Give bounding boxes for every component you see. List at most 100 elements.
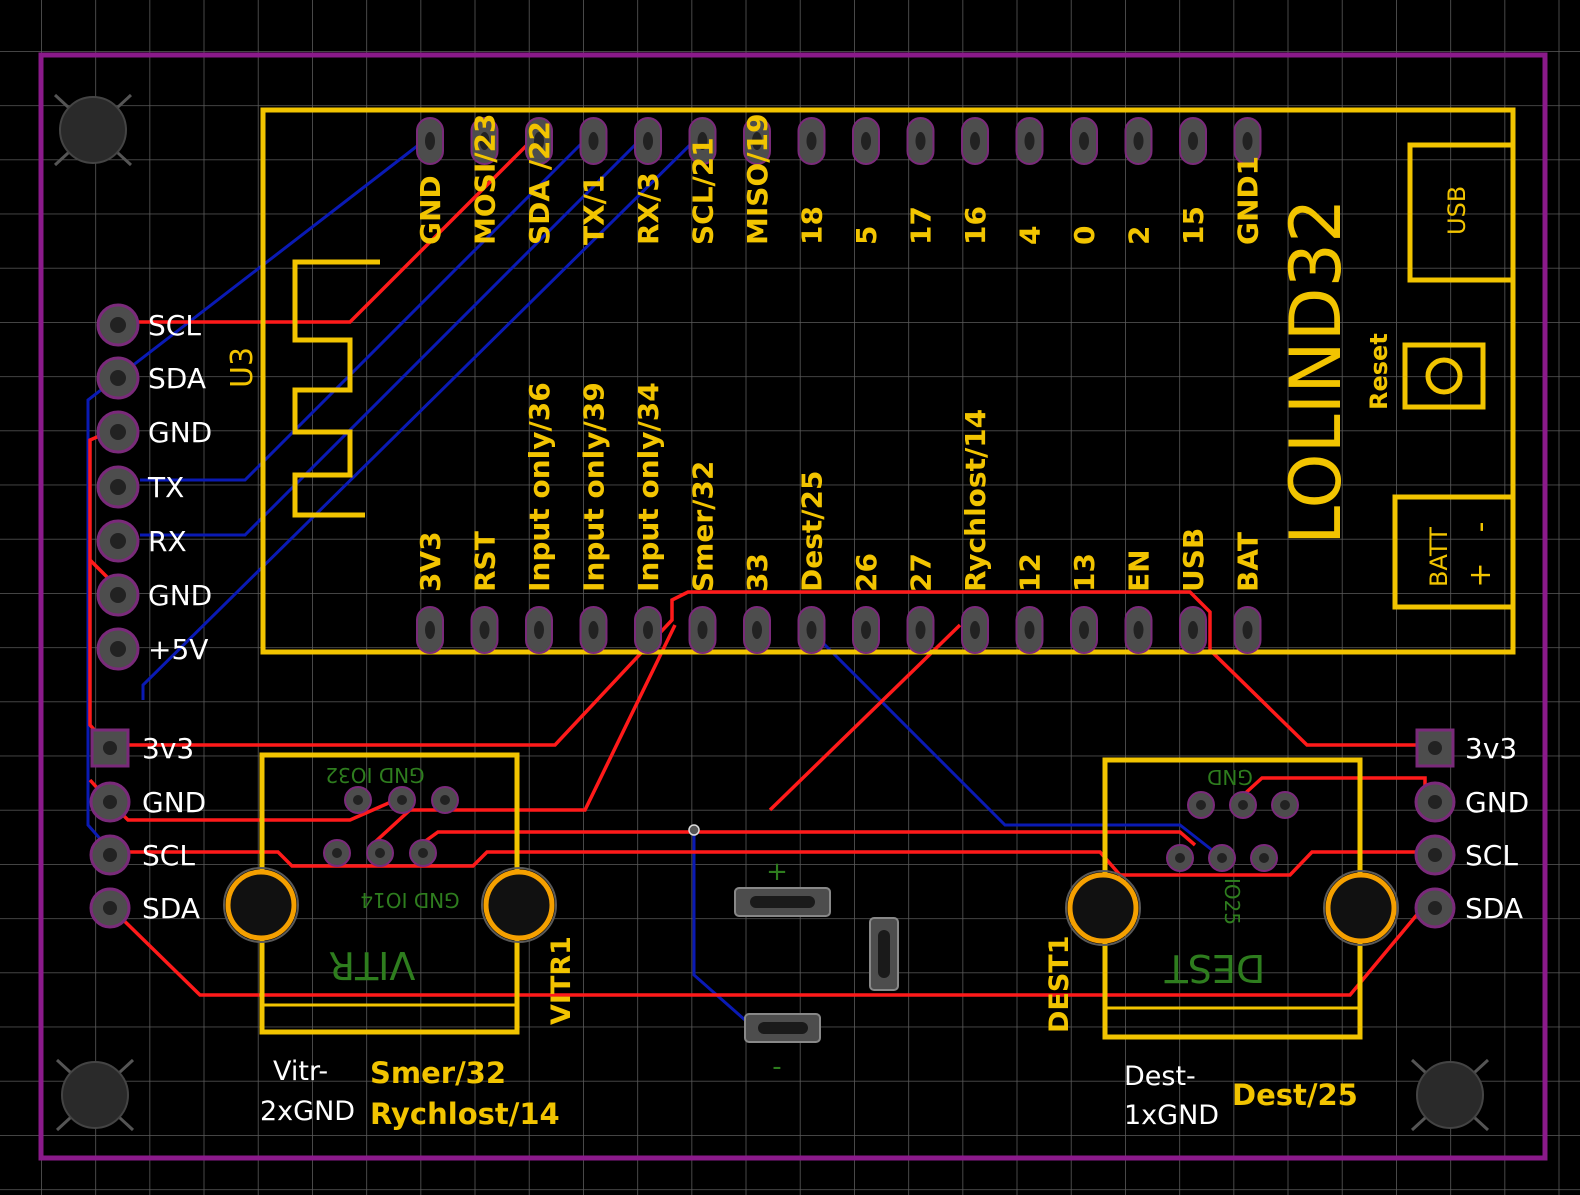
module-top-pin <box>1124 117 1153 165</box>
reset-label: Reset <box>1365 333 1393 410</box>
module-bottom-pin-label: USB <box>1177 528 1210 592</box>
vitr-designator: VITR1 <box>546 936 577 1025</box>
vitr-value: VITR <box>329 943 416 987</box>
left-header-pin-label: +5V <box>148 633 208 666</box>
module-name: LOLIND32 <box>1275 198 1357 545</box>
module-top-pin <box>797 117 826 165</box>
batt-plus-label: + <box>1463 562 1498 587</box>
board-outline <box>38 52 1548 1161</box>
dest-connector <box>1065 757 1399 1040</box>
module-bottom-pin <box>416 606 444 654</box>
module-top-pin <box>961 117 989 165</box>
left-header-pin-label: GND <box>148 416 212 449</box>
module-outline <box>260 107 1516 655</box>
dest-value: DEST <box>1164 946 1265 990</box>
module-bottom-pin <box>1124 606 1153 654</box>
module-top-pin-label: SCL/21 <box>687 137 720 245</box>
left-header-pin <box>96 465 140 509</box>
module-bottom-pin <box>961 606 989 654</box>
module-top-pin-label: 15 <box>1177 206 1210 245</box>
left-i2c-pin <box>90 728 130 768</box>
mount-hole-tl <box>53 93 133 167</box>
dest-note-line2: 1xGND <box>1124 1100 1219 1131</box>
dest-designator: DEST1 <box>1044 935 1075 1033</box>
module-bottom-pin <box>1015 606 1044 654</box>
module-bottom-pin <box>743 606 771 654</box>
module-bottom-pin-label: 13 <box>1068 553 1101 592</box>
module-bottom-pin-label: 3V3 <box>414 531 447 592</box>
module-top-pin-label: MISO/19 <box>741 114 774 245</box>
module-bottom-pin-row: 3V3 RST Input only/36 Input only/39 Input on… <box>414 382 1265 654</box>
module-top-pin-label: RX/3 <box>632 172 665 245</box>
module-top-pin <box>1179 117 1207 165</box>
module-top-pin-label: 16 <box>959 206 992 245</box>
left-i2c-pin <box>89 781 131 823</box>
vitr-signal-rychlost: Rychlost/14 <box>370 1097 560 1131</box>
right-i2c-pin-label: SCL <box>1465 839 1518 872</box>
battery-plus-label: + <box>766 857 788 887</box>
battery-holder <box>734 887 899 1043</box>
module-top-pin-label: SDA /22 <box>523 121 556 245</box>
module-top-pin-label: 0 <box>1068 226 1101 245</box>
via <box>688 824 700 836</box>
module-bottom-pin-label: Input only/34 <box>632 382 665 592</box>
module-bottom-pin <box>1233 606 1262 654</box>
right-i2c-pin-label: SDA <box>1465 892 1523 925</box>
left-header-pin-label: TX <box>147 471 184 504</box>
top-copper-traces <box>88 138 1427 997</box>
left-header-pin <box>96 627 140 671</box>
module-top-pin <box>688 117 717 165</box>
right-i2c-pin <box>1414 887 1456 929</box>
module-top-pin <box>1233 117 1262 165</box>
module-bottom-pin-label: Rychlost/14 <box>959 409 992 592</box>
module-top-pin <box>1070 117 1098 165</box>
module-bottom-pin-label: 27 <box>905 553 938 592</box>
left-i2c-pin-label: 3v3 <box>142 732 194 765</box>
left-header-pin <box>96 519 140 563</box>
module-bottom-pin-label: 33 <box>741 553 774 592</box>
usb-label: USB <box>1443 186 1471 235</box>
module-top-pin <box>1015 117 1044 165</box>
module-bottom-pin <box>688 606 717 654</box>
left-i2c-pin-label: SDA <box>142 892 200 925</box>
module-top-pin-label: 18 <box>796 206 829 245</box>
module-bottom-pin-label: Input only/36 <box>523 382 556 592</box>
module-bottom-pin <box>852 606 880 654</box>
module-top-pin-label: 17 <box>905 206 938 245</box>
right-i2c-pin-label: 3v3 <box>1465 732 1517 765</box>
vitr-pin-bottom-label: GND IO14 <box>360 888 459 912</box>
module-bottom-pin <box>1070 606 1098 654</box>
module-top-pin <box>416 117 444 165</box>
left-i2c-pin-label: SCL <box>142 839 195 872</box>
module-bottom-pin <box>797 606 826 654</box>
right-i2c-pin <box>1414 834 1456 876</box>
vitr-note-line2: 2xGND <box>260 1096 355 1127</box>
module-top-pin <box>470 117 499 165</box>
bottom-copper-traces <box>86 138 1213 1022</box>
batt-minus-label: - <box>1463 522 1498 533</box>
module-top-pin <box>906 117 935 165</box>
module-bottom-pin-label: 26 <box>850 553 883 592</box>
module-top-pin <box>634 117 662 165</box>
module-bottom-pin <box>470 606 499 654</box>
module-bottom-pin-label: EN <box>1123 549 1156 592</box>
dest-note-line1: Dest- <box>1124 1061 1196 1092</box>
batt-label: BATT <box>1425 527 1453 587</box>
module-bottom-pin <box>579 606 608 654</box>
module-bottom-pin-label: RST <box>469 531 502 592</box>
module-bottom-pin-label: 12 <box>1014 553 1047 592</box>
module-top-pin-label: 5 <box>850 226 883 245</box>
module-top-pin-label: GND <box>414 175 447 245</box>
module-bottom-pin <box>634 606 662 654</box>
module-top-pin-label: 2 <box>1123 226 1156 245</box>
vitr-signal-smer: Smer/32 <box>370 1056 506 1090</box>
left-header-pin-label: GND <box>148 579 212 612</box>
mount-hole-bl <box>55 1058 135 1132</box>
module-bottom-pin-label: Input only/39 <box>578 382 611 592</box>
left-header-pin <box>96 356 140 400</box>
